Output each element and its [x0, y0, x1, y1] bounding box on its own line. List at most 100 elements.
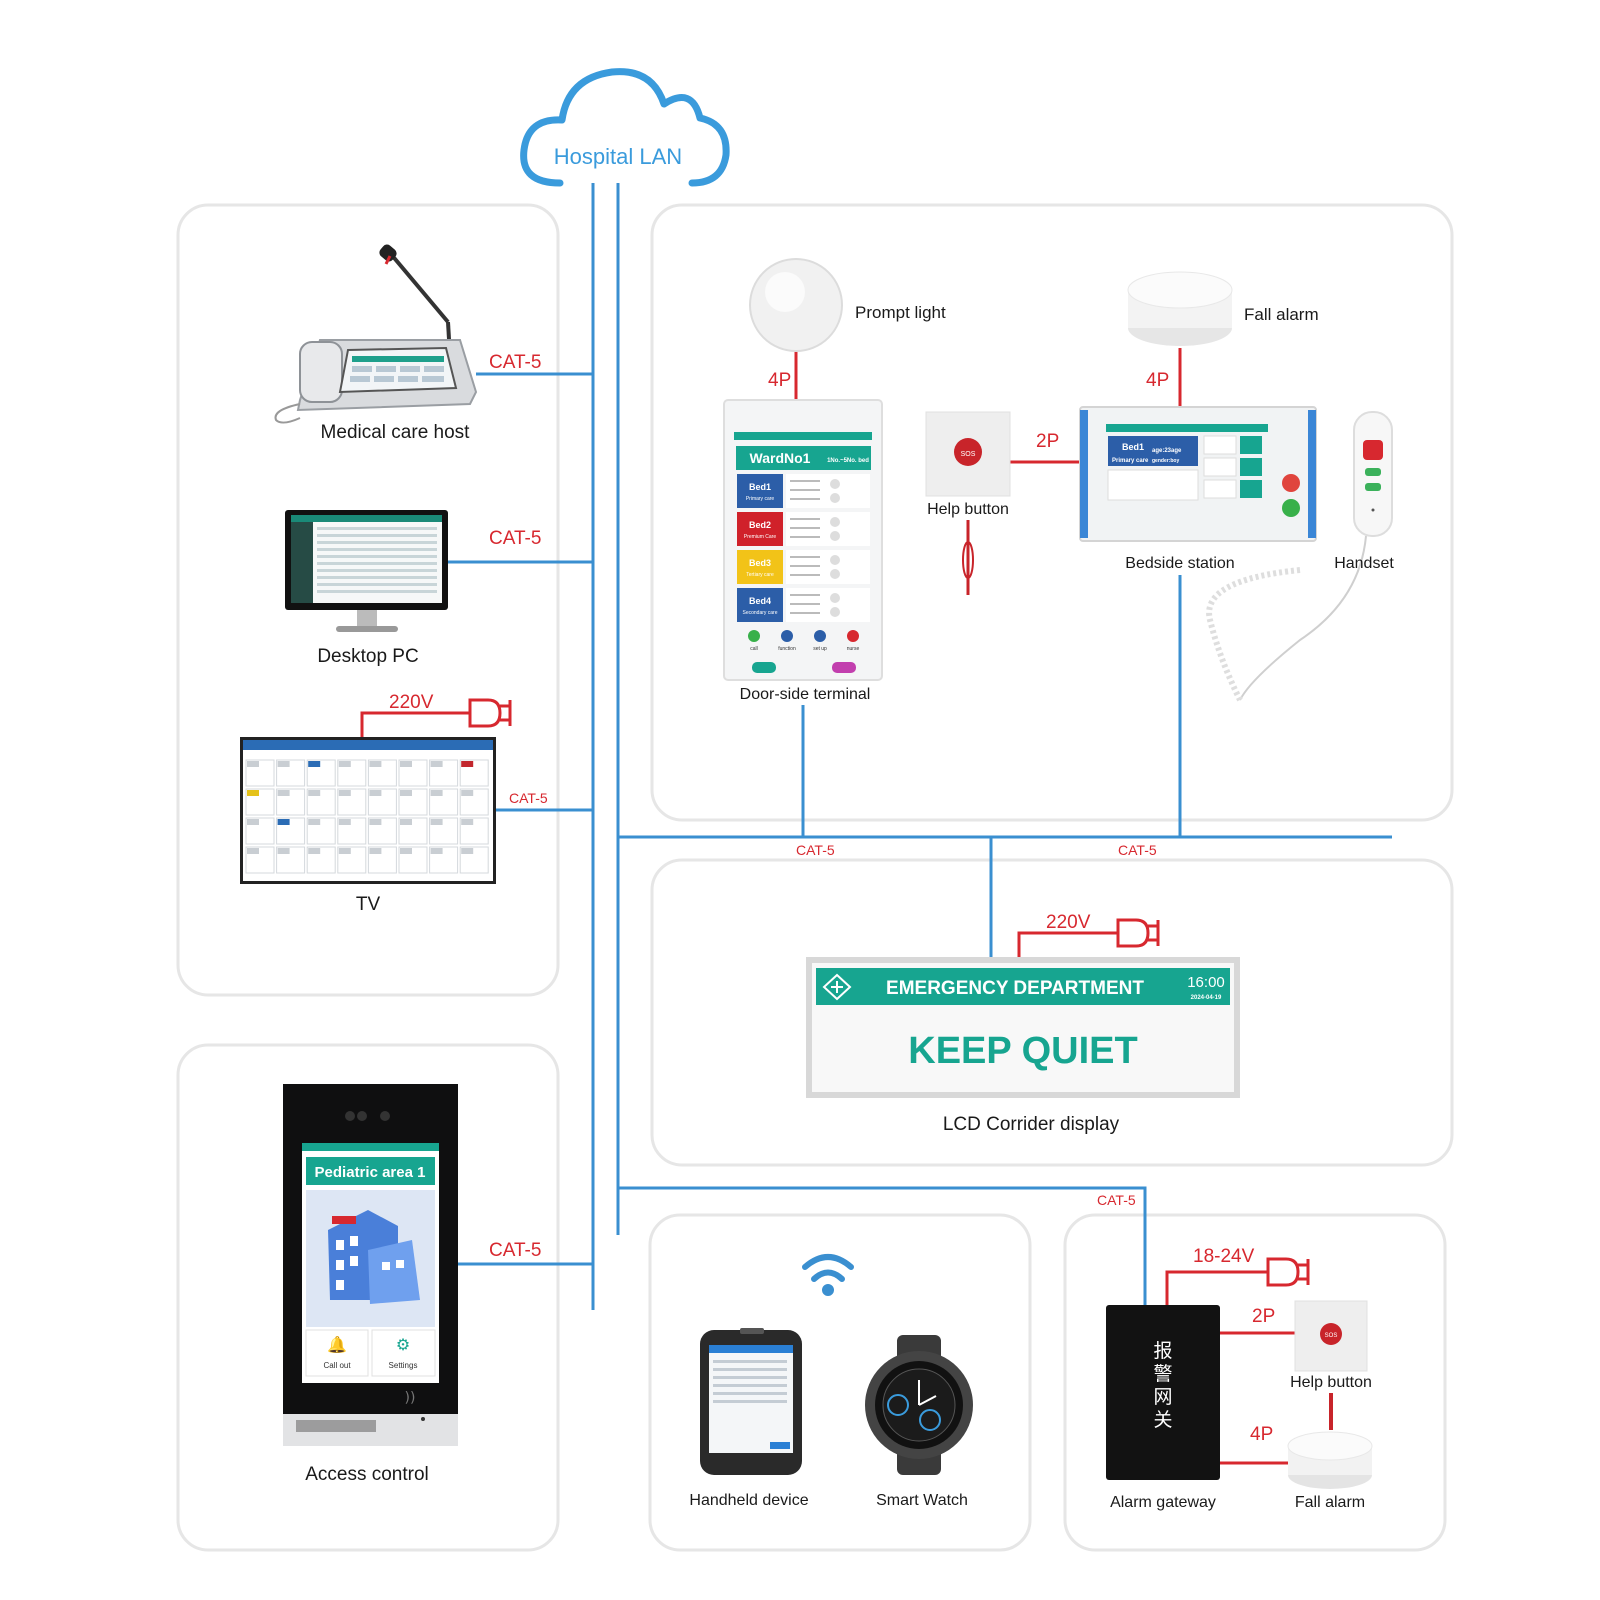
plug-icon — [1266, 1257, 1310, 1287]
avatar — [830, 569, 840, 579]
gateway-help-button: SOS Help button — [1290, 1300, 1372, 1430]
v220-label-tv: 220V — [389, 692, 434, 713]
power-cables — [360, 348, 1295, 1465]
cable-labels: CAT-5 CAT-5 CAT-5 CAT-5 CAT-5 CAT-5 CAT-… — [389, 352, 1275, 1445]
tv-bed-tag — [400, 790, 412, 796]
terminal-button-icon[interactable] — [814, 630, 826, 642]
tv-bed-cell — [459, 846, 489, 874]
bed-card — [737, 550, 783, 584]
p4-label-fall: 4P — [1146, 370, 1169, 391]
tv-bed-tag — [461, 819, 474, 825]
bed-info-line — [790, 565, 820, 567]
bed-info-line — [790, 574, 820, 576]
hospital-lan-cloud: Hospital LAN — [520, 68, 730, 187]
bed-name: Bed3 — [749, 558, 771, 568]
bed-info-line — [790, 480, 820, 482]
group-panels — [176, 203, 1454, 1552]
fall-alarm-label: Fall alarm — [1244, 305, 1319, 324]
tv-bed-tag — [461, 790, 474, 796]
handset-label: Handset — [1334, 555, 1394, 572]
cat5-label-tv: CAT-5 — [509, 790, 548, 806]
bed-info-line — [790, 603, 820, 605]
tv-bed-grid — [245, 759, 489, 874]
handset-device: Handset — [1206, 411, 1394, 702]
tv-device: TV — [240, 737, 496, 915]
smart-watch-label: Smart Watch — [876, 1492, 968, 1509]
bed-level: Premium Care — [744, 534, 776, 540]
fall-alarm-device: Fall alarm — [1127, 271, 1319, 346]
bed-level: Primary care — [746, 496, 775, 502]
terminal-button-label: function — [778, 646, 796, 652]
bed-level: Secondary care — [742, 610, 777, 616]
bed-card — [737, 512, 783, 546]
plug-icon — [1116, 918, 1160, 948]
cable-tv-power — [360, 711, 470, 737]
tv-bed-tag — [369, 761, 382, 767]
bed-level: Tertiary care — [746, 572, 774, 578]
bed-name: Bed2 — [749, 520, 771, 530]
panel-management — [176, 203, 560, 997]
gateway-char: 网 — [1153, 1386, 1172, 1408]
access-area-title: Pediatric area 1 — [315, 1164, 426, 1181]
corridor-display-label: LCD Corrider display — [943, 1114, 1120, 1135]
access-control-label: Access control — [305, 1464, 429, 1485]
avatar — [830, 593, 840, 603]
desktop-pc-device: Desktop PC — [285, 510, 448, 667]
cross-diamond-icon — [822, 973, 852, 1001]
bed-info-line — [790, 498, 820, 500]
panel-access — [176, 1043, 560, 1552]
tv-bed-tag — [277, 848, 290, 854]
bedside-station-label: Bedside station — [1125, 555, 1234, 572]
gear-icon: ⚙ — [396, 1335, 410, 1354]
bed-info-line — [790, 612, 820, 614]
bed-info-line — [790, 527, 820, 529]
avatar — [830, 531, 840, 541]
prompt-light-device: Prompt light — [749, 258, 946, 352]
network-cables — [448, 183, 1392, 1310]
wifi-icon — [802, 1254, 854, 1296]
v1824-label: 18-24V — [1193, 1246, 1255, 1267]
bed-info-line — [790, 518, 820, 520]
handheld-device: Handheld device — [689, 1328, 809, 1509]
access-control-device: Pediatric area 1 🔔 ⚙ Call out Settings )… — [283, 1084, 458, 1485]
terminal-button-icon[interactable] — [847, 630, 859, 642]
gateway-help-label: Help button — [1290, 1374, 1372, 1391]
cat5-label-pc: CAT-5 — [489, 528, 541, 549]
tv-bed-tag — [430, 790, 443, 796]
panel-alarm-gateway — [1063, 1213, 1447, 1552]
cat5-label-host: CAT-5 — [489, 352, 541, 373]
bed-info-line — [790, 489, 820, 491]
ward-title: WardNo1 — [750, 450, 811, 466]
p2-label-help: 2P — [1036, 431, 1059, 452]
tv-bed-tag — [338, 819, 351, 825]
tv-bed-tag — [430, 761, 443, 767]
tv-bed-tag — [430, 848, 443, 854]
bedside-gender: gender:boy — [1152, 458, 1179, 464]
tv-bed-tag — [400, 848, 412, 854]
tv-bed-cell — [306, 788, 336, 816]
tv-bed-tag — [247, 790, 259, 796]
tv-bed-tag — [369, 819, 382, 825]
terminal-button-icon[interactable] — [748, 630, 760, 642]
tv-bed-tag — [461, 761, 474, 767]
cat5-label-door: CAT-5 — [796, 842, 835, 858]
cat5-label-bedside: CAT-5 — [1118, 842, 1157, 858]
avatar — [830, 607, 840, 617]
tv-bed-tag — [369, 790, 382, 796]
panel-ward — [650, 203, 1454, 822]
tv-bed-tag — [277, 761, 290, 767]
tv-bed-tag — [277, 819, 290, 825]
bedside-bed: Bed1 — [1122, 442, 1144, 452]
settings-label: Settings — [389, 1361, 418, 1370]
cable-gateway-power — [1165, 1270, 1268, 1305]
door-terminal-label: Door-side terminal — [740, 686, 871, 703]
terminal-button-icon[interactable] — [781, 630, 793, 642]
p2-label-gateway: 2P — [1252, 1306, 1275, 1327]
v220-label-corridor: 220V — [1046, 912, 1091, 933]
tv-bed-tag — [430, 819, 443, 825]
corridor-time: 16:00 — [1187, 974, 1225, 991]
avatar — [830, 479, 840, 489]
